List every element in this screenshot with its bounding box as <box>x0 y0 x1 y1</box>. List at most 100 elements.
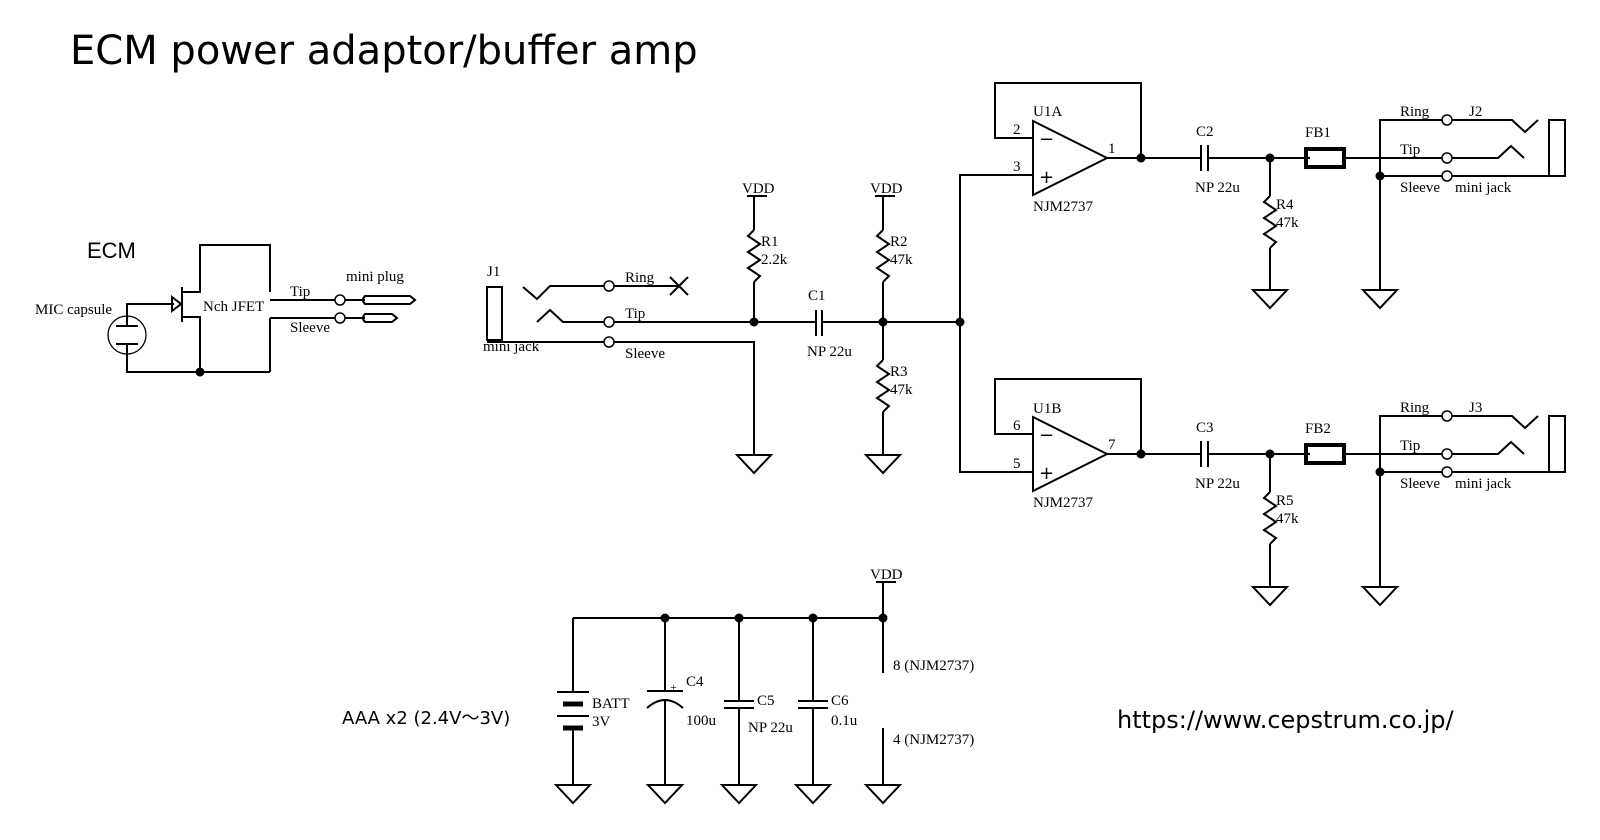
jack-body-icon <box>486 286 503 341</box>
ferrite-bead-icon <box>1304 443 1346 465</box>
capsule-ground-wire <box>126 344 270 373</box>
resistor-icon <box>875 359 891 413</box>
minus-icon: − <box>1039 425 1054 446</box>
u1b-pin-out: 7 <box>1108 437 1116 453</box>
r1-resistor: VDD R1 2.2k <box>742 181 788 322</box>
ring-contact-icon <box>1452 415 1539 430</box>
ecm-heading: ECM <box>87 238 136 263</box>
plus-icon: + <box>1039 463 1054 484</box>
r4-resistor: R4 47k <box>1262 158 1299 290</box>
j1-ref: J1 <box>487 264 500 280</box>
tip-contact-icon <box>1452 144 1525 159</box>
capsule-gate-wire <box>126 303 174 326</box>
c2-capacitor: C2 NP 22u <box>1195 124 1310 196</box>
resistor-icon <box>746 229 762 283</box>
plug-sleeve-pin <box>334 312 346 324</box>
ground-icon <box>865 454 901 474</box>
junction-dot <box>1136 153 1146 163</box>
u1b-pin-noninv: 5 <box>1013 456 1021 472</box>
junction-dot <box>878 613 888 623</box>
r5-ref: R5 <box>1276 493 1294 509</box>
fb1-ref: FB1 <box>1305 125 1331 141</box>
j2-type: mini jack <box>1455 180 1512 196</box>
junction-dot <box>749 317 759 327</box>
plus-icon: + <box>1039 167 1054 188</box>
j3-tip-pin <box>1441 448 1453 460</box>
u1b-ref: U1B <box>1033 401 1061 417</box>
vdd-label: VDD <box>742 181 775 197</box>
j2-jack: Ring Tip Sleeve J2 mini jack <box>1362 104 1566 309</box>
ring-contact-icon <box>1452 119 1539 134</box>
c1-value: NP 22u <box>807 344 852 360</box>
j2-ring-pin <box>1441 114 1453 126</box>
r3-ref: R3 <box>890 364 908 380</box>
j3-ring-label: Ring <box>1400 400 1430 416</box>
c3-value: NP 22u <box>1195 476 1240 492</box>
ferrite-bead-icon <box>1304 147 1346 169</box>
u1a-part: NJM2737 <box>1033 199 1094 215</box>
plug-tip-pin <box>334 294 346 306</box>
battery-note: AAA x2 (2.4V～3V) <box>342 708 510 729</box>
plug-tip-label: Tip <box>290 284 310 300</box>
ground-icon <box>1252 289 1288 309</box>
fb2-ref: FB2 <box>1305 421 1331 437</box>
j3-type: mini jack <box>1455 476 1512 492</box>
u1b-opamp: U1B 6 5 7 − + NJM2737 <box>994 378 1201 511</box>
c2-value: NP 22u <box>1195 180 1240 196</box>
j3-ref: J3 <box>1469 400 1482 416</box>
r4-ref: R4 <box>1276 197 1294 213</box>
r1-value: 2.2k <box>761 252 788 268</box>
j1-sleeve-pin <box>603 336 615 348</box>
ground-icon <box>736 454 772 474</box>
resistor-icon <box>875 229 891 283</box>
website-link[interactable]: https://www.cepstrum.co.jp/ <box>1117 706 1455 734</box>
c5-value: NP 22u <box>748 720 793 736</box>
u1a-ref: U1A <box>1033 104 1062 120</box>
capsule-label: MIC capsule <box>35 302 112 318</box>
u1b-feedback-wire <box>994 378 1142 454</box>
plug-label: mini plug <box>346 269 404 285</box>
ground-icon <box>1362 586 1398 606</box>
c6-ref: C6 <box>831 693 849 709</box>
opamp-input-wire <box>959 174 1033 473</box>
c1-ref: C1 <box>808 288 826 304</box>
c5-ref: C5 <box>757 693 775 709</box>
pin8-label: 8 (NJM2737) <box>893 658 974 674</box>
plug-sleeve-label: Sleeve <box>290 320 330 336</box>
jack-body-icon <box>1548 119 1566 177</box>
j1-ring-pin <box>603 280 615 292</box>
batt-value: 3V <box>592 714 611 730</box>
j1-sleeve-label: Sleeve <box>625 346 665 362</box>
jack-body-icon <box>1548 415 1566 473</box>
junction-dot <box>1136 449 1146 459</box>
r2-ref: R2 <box>890 234 908 250</box>
ground-icon <box>555 784 591 804</box>
c2-ref: C2 <box>1196 124 1214 140</box>
u1a-pin-inv: 2 <box>1013 122 1021 138</box>
j2-sleeve-label: Sleeve <box>1400 180 1440 196</box>
tip-contact-icon <box>536 308 604 323</box>
c3-ref: C3 <box>1196 420 1214 436</box>
fb1-ferrite-bead: FB1 <box>1304 125 1442 169</box>
batt-ref: BATT <box>592 696 630 712</box>
j3-jack: Ring Tip Sleeve J3 mini jack <box>1362 400 1566 606</box>
u1b-part: NJM2737 <box>1033 495 1094 511</box>
power-section: VDD BATT 3V AAA x2 (2.4V～3V) + C4 100u <box>342 567 974 804</box>
pin4-label: 4 (NJM2737) <box>893 732 974 748</box>
u1a-opamp: U1A 2 3 1 − + NJM2737 <box>994 82 1201 215</box>
resistor-icon <box>1262 195 1278 249</box>
r3-value: 47k <box>890 382 913 398</box>
u1a-feedback-wire <box>994 82 1142 158</box>
j2-ring-label: Ring <box>1400 104 1430 120</box>
u1a-pin-noninv: 3 <box>1013 159 1021 175</box>
c4-ref: C4 <box>686 674 704 690</box>
c1-capacitor: C1 NP 22u <box>805 288 883 360</box>
ring-contact-icon <box>522 285 604 301</box>
sleeve-ground-wire <box>614 341 755 455</box>
opamp-icon <box>1032 415 1110 493</box>
minus-icon: − <box>1039 129 1054 150</box>
resistor-icon <box>1262 491 1278 545</box>
jfet-icon <box>171 244 271 372</box>
junction-dot <box>195 367 205 377</box>
